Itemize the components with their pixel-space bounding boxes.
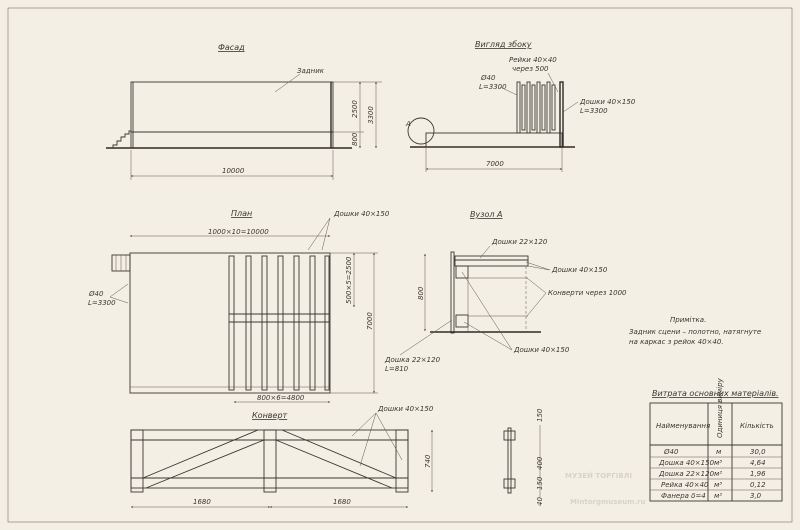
row-name: Рейка 40×40 <box>661 481 709 489</box>
row-name: Фанера δ=4 <box>661 492 706 500</box>
materials-table: Витрата основних матеріалів. Найменуванн… <box>649 377 783 502</box>
section-dim-3: 150 <box>536 476 544 490</box>
table-row: Фанера δ=4 м² 3,0 <box>661 492 762 500</box>
row-quantity: 0,12 <box>750 481 766 489</box>
row-unit: м² <box>714 492 722 500</box>
facade-title: Фасад <box>218 43 245 52</box>
header-unit: Одиниця виміру <box>716 377 724 438</box>
node-a-top-boards: Дошки 22×120 <box>491 238 548 246</box>
materials-title: Витрата основних матеріалів. <box>652 389 779 398</box>
pipe-length-label: L=3300 <box>479 83 507 91</box>
pipe-label: Ø40 <box>480 74 496 82</box>
plan-right-small-dim: 500×5=2500 <box>345 256 353 304</box>
envelope-height-dim: 740 <box>424 454 432 468</box>
row-name: Дошка 22×120 <box>658 470 715 478</box>
header-quantity: Кількість <box>740 422 774 430</box>
rails-spacing-label: через 500 <box>512 65 549 73</box>
row-unit: м² <box>714 470 722 478</box>
node-a-height-dim: 800 <box>417 286 425 300</box>
plan-pipe-length-label: L=3300 <box>88 299 116 307</box>
watermark-line-1: МУЗЕЙ ТОРГІВЛІ <box>565 471 632 480</box>
row-unit: м³ <box>714 459 722 467</box>
side-view-title: Вигляд збоку <box>475 40 532 49</box>
note: Примітка. Задник сцени – полотно, натягн… <box>629 316 761 346</box>
plan-bottom-dim: 800×6=4800 <box>257 394 305 402</box>
side-view: Вигляд збоку А Рейки 40×40 через 500 Ø40… <box>405 40 636 172</box>
callout-a-circle <box>407 117 435 145</box>
backdrop-label: Задник <box>297 67 325 75</box>
envelope-left-dim: 1680 <box>193 498 211 506</box>
node-a-boards-2: Дошки 40×150 <box>513 346 570 354</box>
row-name: Ø40 <box>663 448 679 456</box>
plan-view: План 1000×10=10000 Дошки 40×150 Ø40 L=33… <box>88 209 390 403</box>
plan-top-dim: 1000×10=10000 <box>208 228 269 236</box>
facade-upper-dim: 2500 <box>351 100 359 118</box>
facade-view: Фасад Задник 10000 2500 800 3300 <box>106 43 382 180</box>
plan-title: План <box>231 209 252 218</box>
row-quantity: 3,0 <box>750 492 762 500</box>
envelope-title: Конверт <box>252 411 288 420</box>
node-a-boards-1: Дошки 40×150 <box>551 266 608 274</box>
row-unit: м <box>716 448 722 456</box>
plan-pipe-label: Ø40 <box>88 290 104 298</box>
side-depth-dim: 7000 <box>486 160 504 168</box>
callout-a-label: А <box>405 120 411 128</box>
row-name: Дошка 40×150 <box>658 459 715 467</box>
node-a-side-board: Дошка 22×120 <box>384 356 441 364</box>
section-dim-1: 150 <box>536 408 544 422</box>
watermark-line-2: Mintorgmuseum.ru <box>570 498 646 506</box>
plan-boards-label: Дошки 40×150 <box>333 210 390 218</box>
row-quantity: 1,96 <box>750 470 766 478</box>
section-dim-4: 40 <box>536 497 544 506</box>
rails-label: Рейки 40×40 <box>509 56 557 64</box>
facade-width-dim: 10000 <box>222 167 245 175</box>
sheet-frame <box>7 7 793 523</box>
row-quantity: 30,0 <box>750 448 766 456</box>
table-row: Ø40 м 30,0 <box>663 448 766 456</box>
node-a-title: Вузол А <box>470 210 503 219</box>
facade-lower-dim: 800 <box>351 132 359 146</box>
node-a-view: Вузол А 800 Дошки 22×120 Дошки 40×150 Ко… <box>384 210 627 373</box>
note-title: Примітка. <box>670 316 706 324</box>
section-dim-2: 400 <box>536 456 544 470</box>
table-row: Рейка 40×40 м³ 0,12 <box>661 481 766 489</box>
facade-total-dim: 3300 <box>367 106 375 124</box>
stairs <box>112 130 131 148</box>
envelope-boards-label: Дошки 40×150 <box>377 405 434 413</box>
envelope-view: Конверт Дошки 40×150 1680 1680 740 150 4… <box>130 405 544 508</box>
note-line-1: Задник сцени – полотно, натягнуте <box>629 328 761 336</box>
header-name: Найменування <box>656 422 710 430</box>
row-unit: м³ <box>714 481 722 489</box>
boards-label: Дошки 40×150 <box>579 98 636 106</box>
node-a-side-board-length: L=810 <box>385 365 409 373</box>
node-a-envelopes: Конверти через 1000 <box>548 289 627 297</box>
envelope-right-dim: 1680 <box>333 498 351 506</box>
plan-depth-dim: 7000 <box>366 312 374 330</box>
note-line-2: на каркас з рейок 40×40. <box>629 338 724 346</box>
row-quantity: 4,64 <box>750 459 766 467</box>
boards-length-label: L=3300 <box>580 107 608 115</box>
